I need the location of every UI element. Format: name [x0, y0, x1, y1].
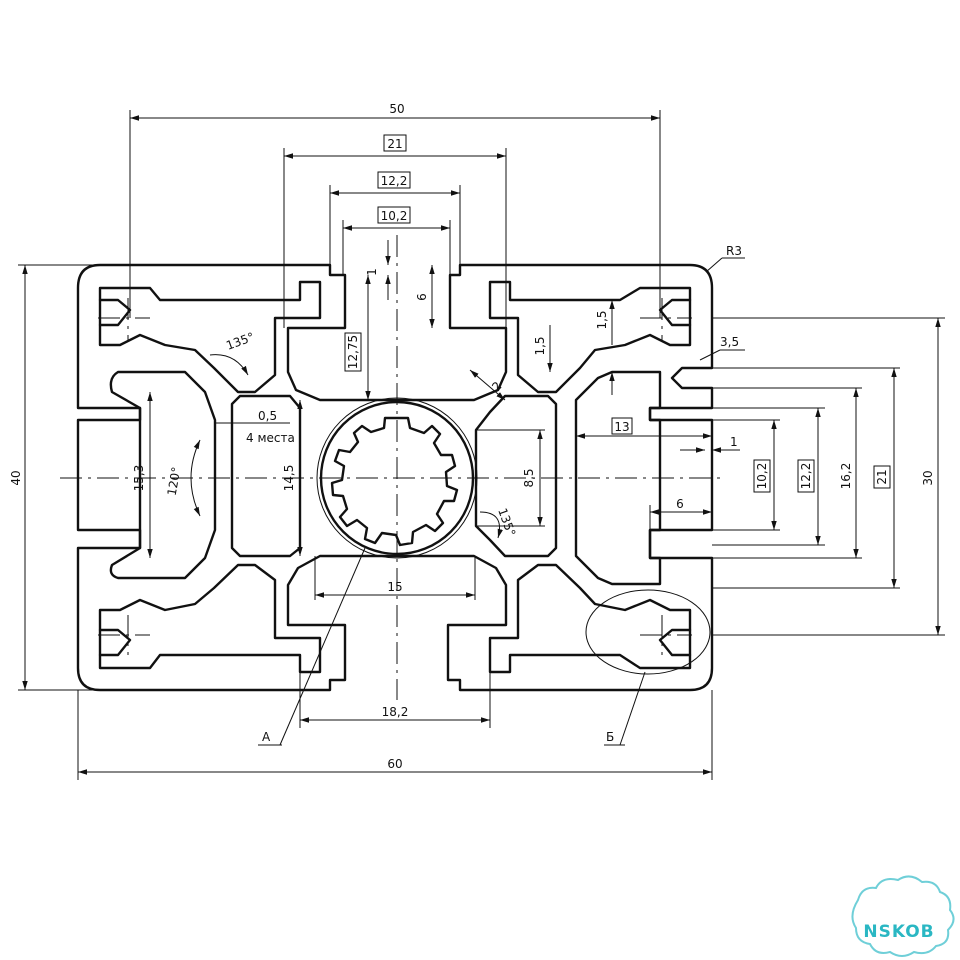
dim-bottom-slot: 18,2 — [382, 705, 409, 719]
dim-angle-135-a: 135° — [224, 330, 256, 353]
dim-offset-1: 1 — [730, 435, 738, 449]
dim-lip-gap: 3,5 — [720, 335, 739, 349]
dim-right-slot-depth: 6 — [676, 497, 684, 511]
dim-height-15-3: 15,3 — [132, 465, 146, 492]
dim-overall-width: 60 — [387, 757, 402, 771]
detail-b-label: Б — [606, 730, 614, 744]
dimensions: 50 21 12,2 10,2 1 6 12,75 2 — [9, 102, 945, 780]
dim-right-30: 30 — [921, 470, 935, 485]
dim-upper-slot: 21 — [387, 137, 402, 151]
profile-outline — [76, 263, 714, 692]
detail-a-label: А — [262, 730, 271, 744]
dim-right-10-2: 10,2 — [755, 463, 769, 490]
dim-right-21: 21 — [875, 469, 889, 484]
dim-wall: 0,5 — [258, 409, 277, 423]
nskob-logo: NSKOB — [851, 875, 955, 957]
dim-slot-depth: 6 — [415, 293, 429, 301]
center-lines — [60, 235, 720, 700]
dim-offset-13: 13 — [614, 420, 629, 434]
dim-overall-height: 40 — [9, 470, 23, 485]
dim-slot-outer: 12,2 — [381, 174, 408, 188]
dim-lip-thickness-a: 1,5 — [595, 310, 609, 329]
dim-right-12-2: 12,2 — [799, 463, 813, 490]
dim-lip-thickness-b: 1,5 — [533, 336, 547, 355]
dim-bore-width: 15 — [387, 580, 402, 594]
dim-slot-inner: 10,2 — [381, 209, 408, 223]
dim-angle-120: 120° — [165, 466, 184, 497]
dim-right-16-2: 16,2 — [839, 463, 853, 490]
detail-b-circle — [585, 589, 711, 675]
dim-core-height: 12,75 — [346, 335, 360, 369]
dim-height-14-5: 14,5 — [282, 465, 296, 492]
dim-top-width: 50 — [389, 102, 404, 116]
dim-wall-note: 4 места — [246, 431, 295, 445]
dim-height-8-5: 8,5 — [522, 468, 536, 487]
logo-text: NSKOB — [863, 922, 934, 942]
dim-slot-lip: 1 — [365, 268, 379, 276]
dim-radius: R3 — [726, 244, 742, 258]
detail-a-circle — [316, 397, 478, 559]
